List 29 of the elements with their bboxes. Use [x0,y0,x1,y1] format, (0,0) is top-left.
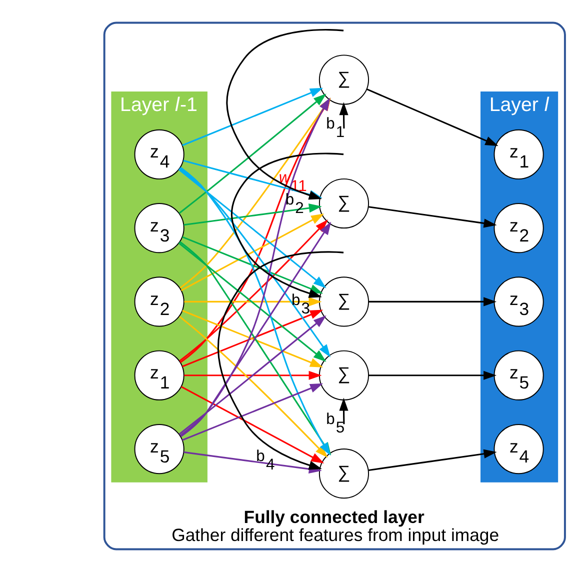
arrow [178,242,326,362]
arrow [180,222,332,436]
node-circle: ∑ [318,178,370,229]
arrow [178,315,326,435]
arrow [184,297,322,306]
arrow [179,220,328,362]
arrow [178,168,326,288]
arrow [179,168,330,358]
arrow [368,206,497,228]
arrow [339,398,348,424]
node-circle: ∑ [318,350,370,400]
arrow [366,88,498,146]
arrow [368,449,497,471]
node-circle: ∑ [318,54,370,105]
node-circle: ∑ [318,448,370,499]
arrow [184,370,322,380]
node-circle: ∑ [318,276,370,327]
arrow [184,204,322,226]
arrow [339,102,348,128]
arrow [179,316,328,458]
arrow [182,310,324,368]
arrow [182,383,324,441]
arrow [180,214,324,292]
arrow [180,386,324,464]
arrow [368,297,497,306]
arrow [178,94,326,214]
arrow [368,370,497,380]
arrow [230,152,344,298]
arrow [182,88,324,146]
